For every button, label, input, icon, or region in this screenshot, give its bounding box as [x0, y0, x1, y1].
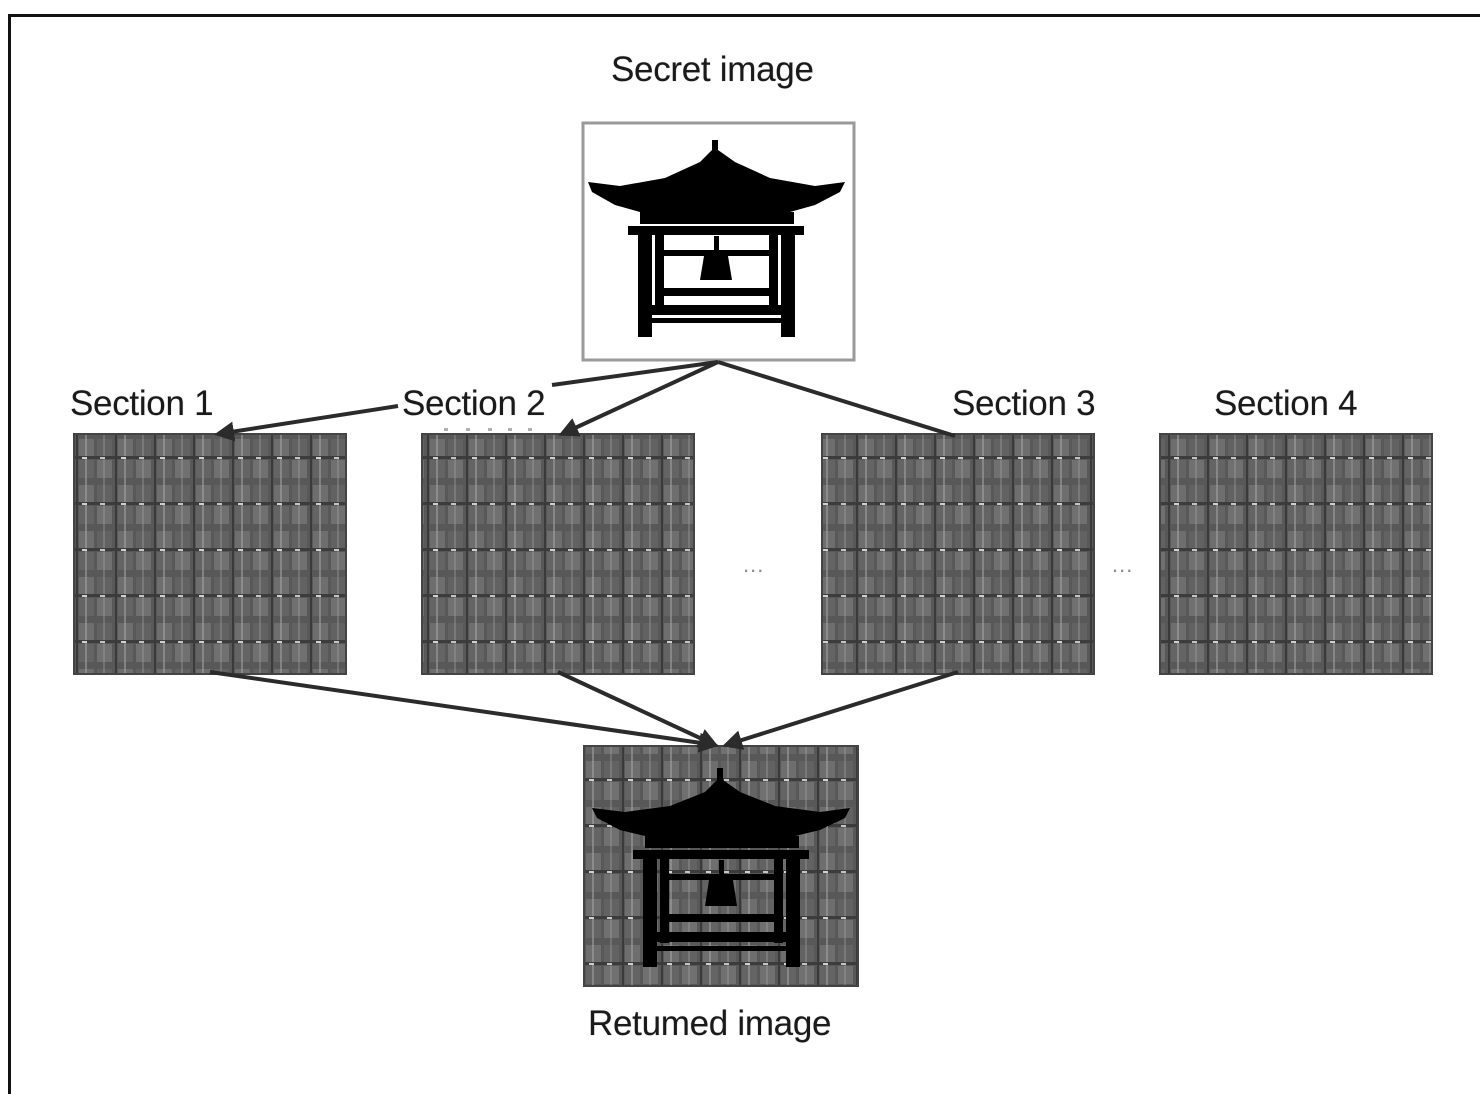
secret-image-title: Secret image [611, 50, 814, 89]
distribution-arrows [214, 360, 956, 442]
section-2-dots [444, 428, 532, 431]
arrow-section-2-to-returned [557, 670, 719, 748]
secret-image [581, 121, 856, 362]
ellipsis-between-sections-3-4: ... [1112, 552, 1134, 577]
arrow-secret-to-section-3 [717, 360, 956, 438]
reconstruction-arrows [209, 670, 959, 753]
arrow-secret-to-section-2 [558, 360, 719, 437]
returned-pagoda-silhouette [592, 768, 850, 967]
section-3-label: Section 3 [952, 384, 1096, 423]
section-3-share [821, 433, 1095, 675]
section-1-label: Section 1 [70, 384, 214, 423]
section-4-label: Section 4 [1214, 384, 1358, 423]
returned-image-title: Retumed image [588, 1004, 832, 1043]
section-2-share [421, 433, 695, 675]
arrow-section-3-to-returned [722, 670, 959, 750]
section-1-share [73, 433, 347, 675]
figure-frame [8, 14, 1480, 1094]
arrow-section-1-to-returned [209, 670, 719, 753]
arrow-secret-to-section-1 [551, 360, 719, 387]
returned-image [583, 745, 859, 987]
ellipsis-between-sections-2-3: ... [743, 552, 765, 577]
section-2-label: Section 2 [402, 384, 546, 423]
pagoda-silhouette [588, 140, 845, 337]
section-4-share [1159, 433, 1433, 675]
